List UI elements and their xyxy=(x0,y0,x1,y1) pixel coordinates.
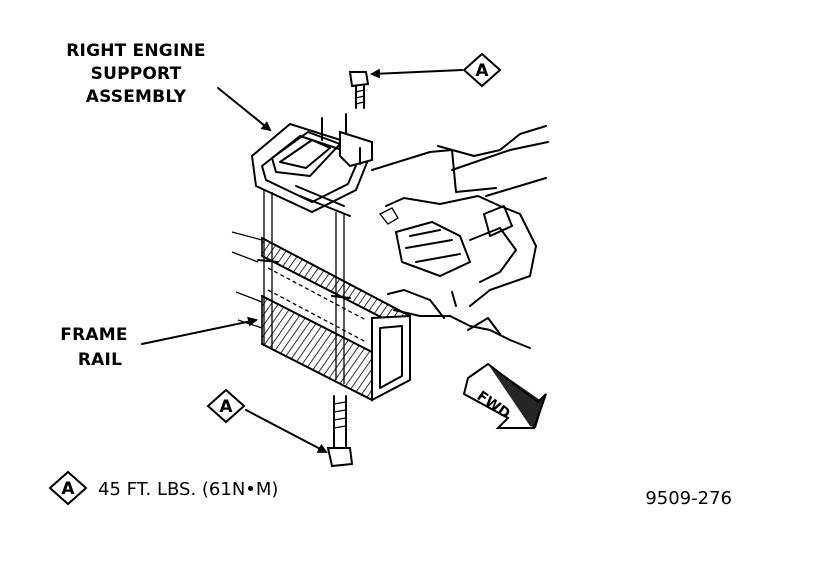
torque-marker-top-letter: A xyxy=(475,61,489,81)
torque-marker-top: A xyxy=(370,52,502,88)
callout-right-engine-support-line2: SUPPORT xyxy=(91,64,182,84)
leader-line xyxy=(245,409,328,453)
forward-direction-arrow: FWD xyxy=(462,362,547,429)
callout-frame-rail: FRAME RAIL xyxy=(60,316,258,370)
leader-line xyxy=(141,316,258,345)
callout-right-engine-support-line3: ASSEMBLY xyxy=(86,87,187,107)
torque-legend: A 45 FT. LBS. (61N•M) xyxy=(48,470,278,506)
engine-mount-side xyxy=(371,125,549,349)
torque-marker-bottom-letter: A xyxy=(219,397,233,417)
callout-right-engine-support-line1: RIGHT ENGINE xyxy=(66,41,205,61)
figure-number: 9509-276 xyxy=(645,488,732,509)
callout-right-engine-support: RIGHT ENGINE SUPPORT ASSEMBLY xyxy=(66,41,272,132)
legend-torque-spec: 45 FT. LBS. (61N•M) xyxy=(98,479,278,500)
leader-line xyxy=(370,68,463,79)
frame-rail-drawing xyxy=(231,231,411,402)
leader-line xyxy=(217,87,272,132)
upper-bolt xyxy=(348,71,370,109)
callout-frame-rail-line2: RAIL xyxy=(78,350,122,370)
legend-marker-letter: A xyxy=(61,479,75,499)
torque-marker-bottom: A xyxy=(206,388,328,453)
engine-support-bracket xyxy=(250,113,374,384)
lower-bolt xyxy=(326,395,354,468)
callout-frame-rail-line1: FRAME xyxy=(60,325,127,345)
